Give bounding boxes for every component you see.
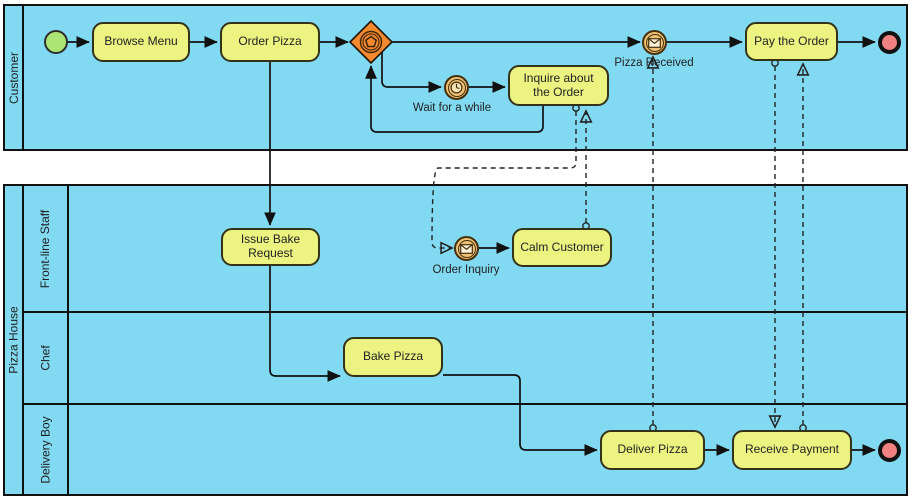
task-bake-pizza[interactable]: Bake Pizza (343, 337, 443, 377)
task-receive-payment-label: Receive Payment (744, 442, 840, 457)
lane-front-line-staff[interactable]: Front-line Staff (24, 186, 906, 311)
lane-front-line-staff-label: Front-line Staff (38, 209, 53, 288)
end-event-customer[interactable] (878, 31, 901, 54)
pentagon-icon (364, 35, 378, 48)
task-browse-menu[interactable]: Browse Menu (92, 22, 190, 62)
clock-icon (450, 81, 463, 94)
end-event-delivery[interactable] (878, 439, 901, 462)
pool-pizza-house-label: Pizza House (6, 306, 21, 374)
lane-chef-band: Chef (24, 313, 69, 403)
task-inquire-order-label: Inquire about the Order (523, 70, 594, 99)
lane-chef-label: Chef (38, 345, 53, 371)
task-browse-menu-label: Browse Menu (104, 34, 178, 49)
task-order-pizza[interactable]: Order Pizza (220, 22, 320, 62)
pool-customer-label: Customer (6, 51, 21, 104)
pool-customer-label-band: Customer (5, 6, 24, 149)
lane-front-line-staff-band: Front-line Staff (24, 186, 69, 311)
task-pay-order-label: Pay the Order (754, 33, 829, 48)
start-event[interactable] (44, 30, 68, 54)
lane-chef[interactable]: Chef (24, 311, 906, 403)
envelope-icon (460, 243, 473, 254)
lane-delivery-boy-label: Delivery Boy (38, 415, 53, 484)
event-based-gateway[interactable] (349, 20, 393, 64)
lane-delivery-boy-band: Delivery Boy (24, 405, 69, 494)
task-calm-customer[interactable]: Calm Customer (512, 228, 612, 267)
task-bake-pizza-label: Bake Pizza (362, 349, 424, 364)
task-receive-payment[interactable]: Receive Payment (732, 430, 852, 470)
task-order-pizza-label: Order Pizza (238, 34, 302, 49)
envelope-icon (648, 37, 661, 48)
task-issue-bake-request[interactable]: Issue Bake Request (221, 228, 320, 266)
task-deliver-pizza-label: Deliver Pizza (617, 442, 688, 457)
message-event-pizza-received[interactable] (642, 30, 667, 55)
timer-event-wait[interactable] (444, 75, 469, 100)
message-event-order-inquiry[interactable] (454, 236, 479, 261)
task-deliver-pizza[interactable]: Deliver Pizza (600, 430, 705, 470)
task-inquire-order[interactable]: Inquire about the Order (508, 65, 609, 106)
task-pay-order[interactable]: Pay the Order (745, 22, 838, 61)
message-event-pizza-received-label: Pizza Received (614, 57, 694, 69)
pool-pizza-house-label-band: Pizza House (5, 186, 24, 494)
task-calm-customer-label: Calm Customer (520, 239, 604, 254)
task-issue-bake-request-label: Issue Bake Request (240, 232, 301, 260)
message-event-order-inquiry-label: Order Inquiry (432, 264, 500, 276)
timer-event-wait-label: Wait for a while (412, 102, 492, 114)
